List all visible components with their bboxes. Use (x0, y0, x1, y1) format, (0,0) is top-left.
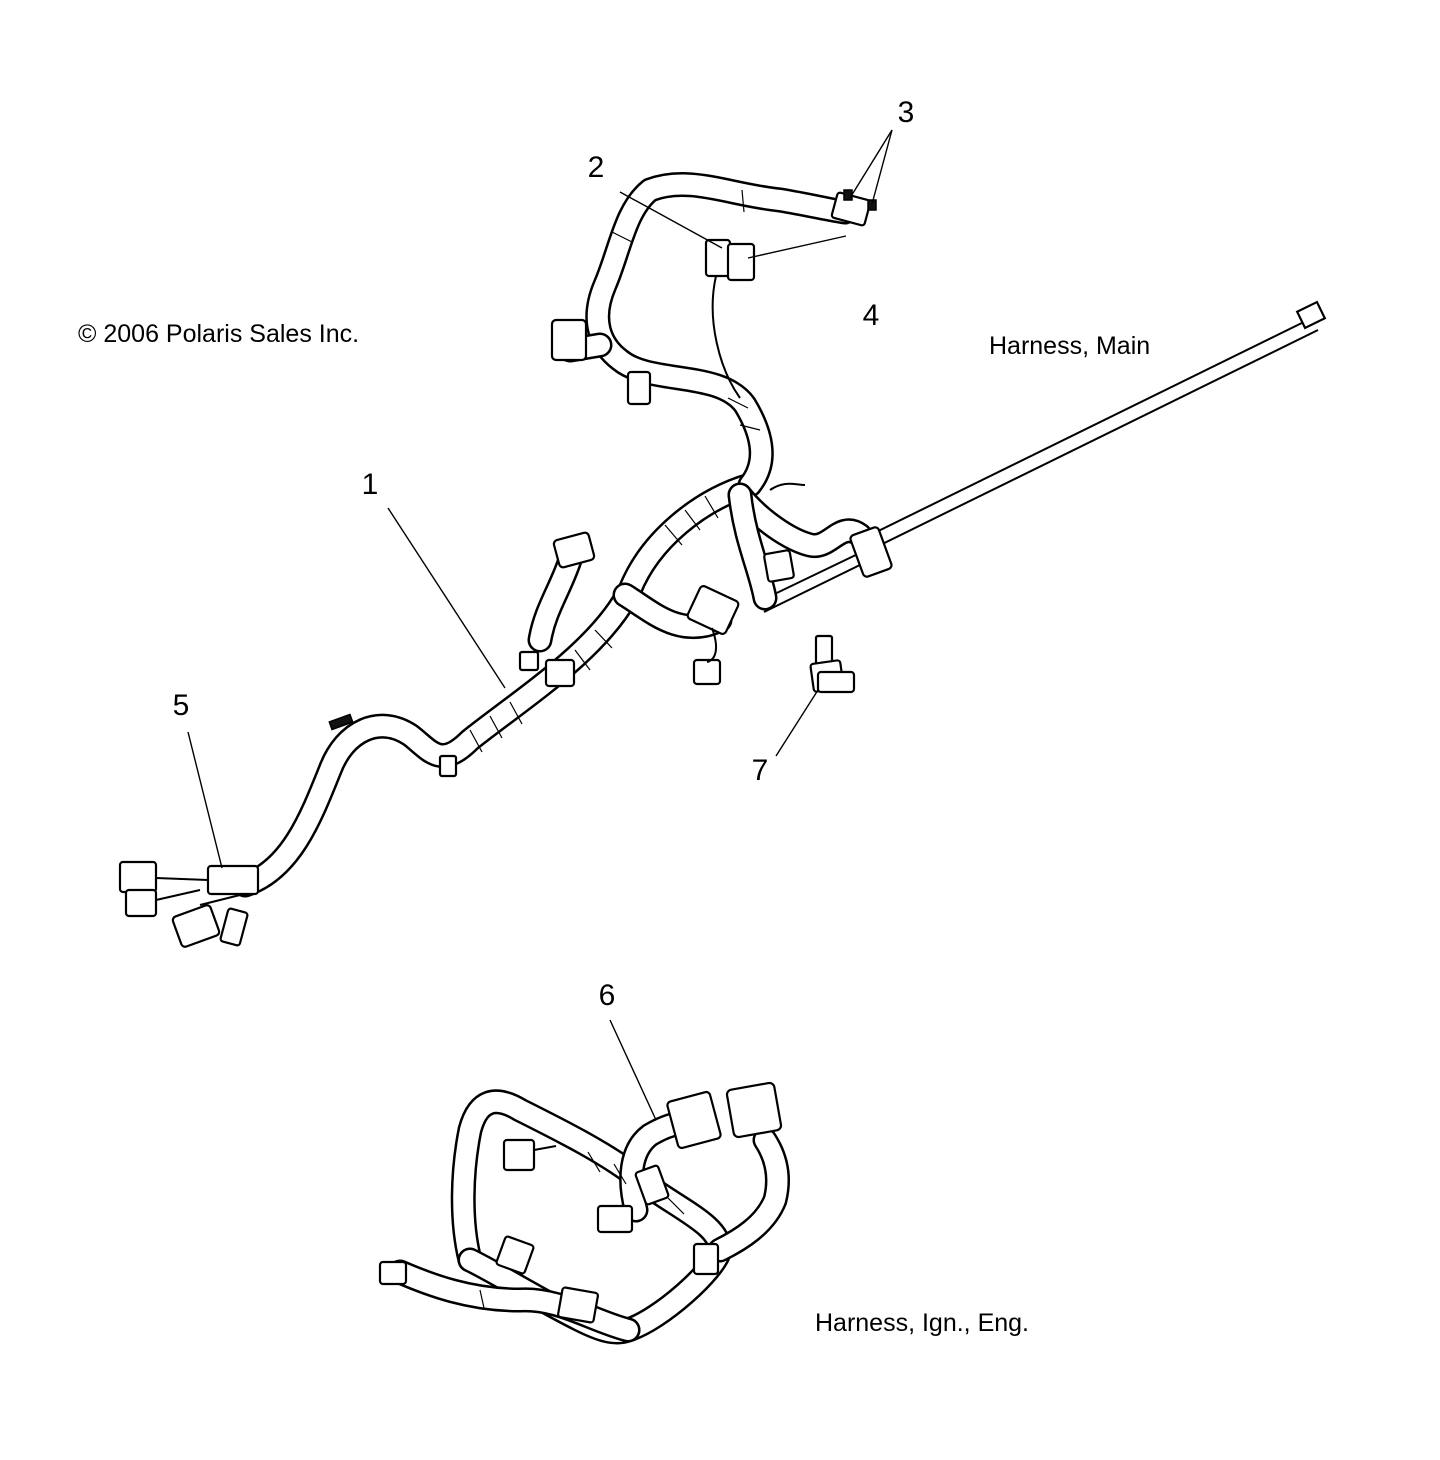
callout-1: 1 (362, 468, 379, 501)
leader-1 (387, 507, 506, 689)
leader-3a (849, 129, 893, 199)
ign-eng-connectors (378, 1081, 783, 1324)
leader-5 (187, 731, 223, 869)
main-harness (118, 172, 1327, 948)
leader-3b (871, 129, 893, 205)
callout-4: 4 (863, 299, 880, 332)
callout-numbers: 1 2 3 4 5 6 7 (173, 96, 915, 1012)
callout-2: 2 (588, 151, 605, 184)
ign-eng-harness (378, 1081, 791, 1345)
tape-bands (469, 189, 761, 753)
leader-6 (609, 1019, 657, 1121)
leader-7 (775, 689, 819, 757)
main-harness-connectors (118, 189, 893, 948)
copyright-notice: © 2006 Polaris Sales Inc. (78, 320, 359, 348)
callout-5: 5 (173, 689, 190, 722)
callout-7: 7 (752, 754, 769, 787)
part-7-connector (809, 634, 856, 694)
leader-lines (187, 129, 893, 1121)
leader-4 (747, 235, 847, 259)
caption-harness-main: Harness, Main (989, 332, 1150, 360)
callout-3: 3 (898, 96, 915, 129)
leader-2 (619, 191, 723, 249)
caption-harness-ign-eng: Harness, Ign., Eng. (815, 1309, 1029, 1337)
callout-6: 6 (599, 979, 616, 1012)
